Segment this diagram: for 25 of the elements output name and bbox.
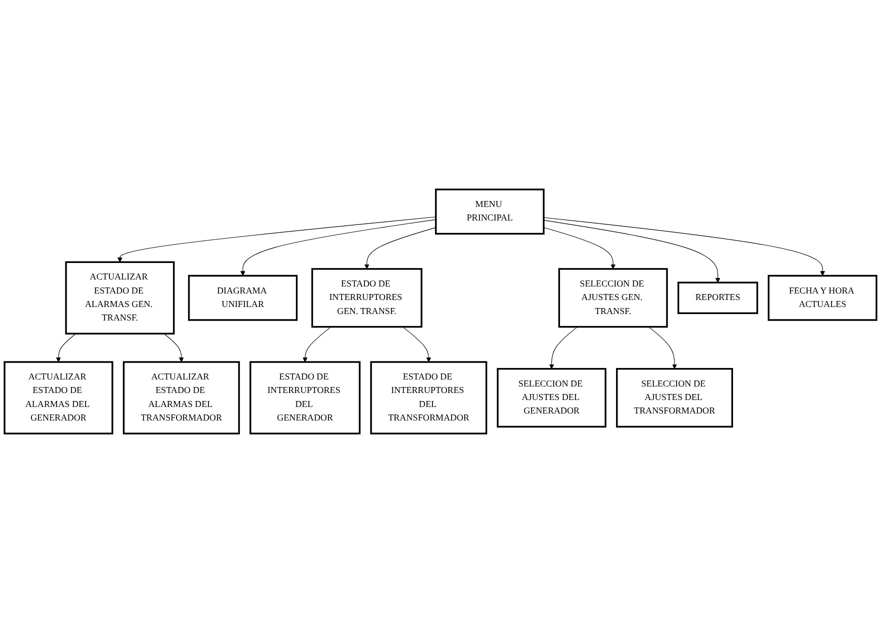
node-box: MENU PRINCIPAL bbox=[435, 188, 545, 235]
node-box: DIAGRAMA UNIFILAR bbox=[188, 274, 298, 321]
node-box: ESTADO DE INTERRUPTORES GEN. TRANSF. bbox=[311, 268, 422, 328]
arrow bbox=[543, 217, 826, 276]
arrow bbox=[240, 219, 436, 276]
arrow bbox=[117, 216, 436, 262]
arrow bbox=[164, 333, 184, 362]
arrow bbox=[302, 326, 332, 362]
node-box: FECHA Y HORA ACTUALES bbox=[768, 274, 878, 321]
node-box: ESTADO DE INTERRUPTORES DEL TRANSFORMADOR bbox=[370, 361, 488, 434]
arrow bbox=[549, 326, 578, 370]
arrow bbox=[543, 220, 720, 283]
node-box: REPORTES bbox=[678, 282, 758, 314]
node-box: ACTUALIZAR ESTADO DE ALARMAS DEL TRANSFORMADOR bbox=[122, 361, 240, 434]
node-box: SELECCION DE AJUSTES DEL TRANSFORMADOR bbox=[616, 368, 734, 428]
arrow bbox=[543, 227, 616, 270]
node-box: ACTUALIZAR ESTADO DE ALARMAS DEL GENERADOR bbox=[4, 361, 114, 434]
arrow bbox=[648, 326, 678, 370]
node-box: SELECCION DE AJUSTES GEN. TRANSF. bbox=[558, 268, 668, 328]
node-box: SELECCION DE AJUSTES DEL GENERADOR bbox=[496, 368, 606, 428]
node-box: ACTUALIZAR ESTADO DE ALARMAS GEN. TRANSF. bbox=[65, 261, 175, 334]
arrow bbox=[364, 227, 436, 270]
arrow bbox=[402, 326, 432, 362]
node-box: ESTADO DE INTERRUPTORES DEL GENERADOR bbox=[250, 361, 361, 434]
arrow bbox=[56, 333, 76, 362]
